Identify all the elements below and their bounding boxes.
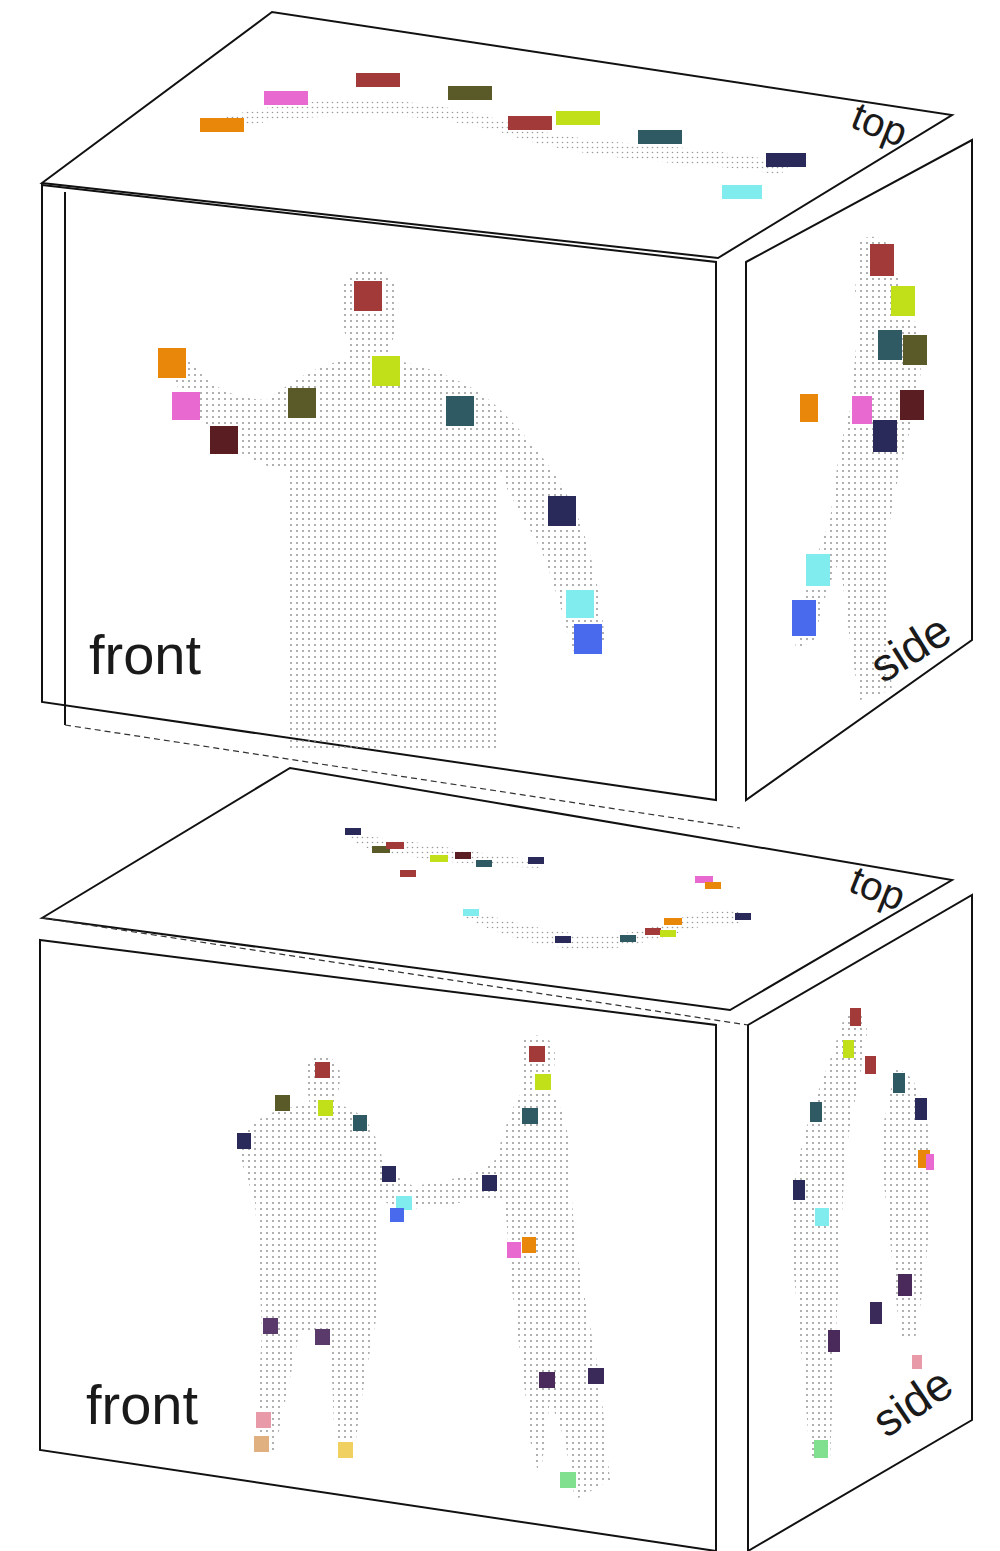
face-label: front xyxy=(89,627,201,683)
upper-box xyxy=(42,12,972,800)
lower-box xyxy=(40,768,972,1551)
joint-markers xyxy=(237,828,934,1488)
face-label: front xyxy=(86,1377,198,1433)
point-cloud-person xyxy=(415,1036,610,1500)
point-cloud-person xyxy=(240,1056,420,1450)
point-cloud-person xyxy=(175,268,605,750)
point-cloud xyxy=(350,835,745,950)
point-cloud xyxy=(200,100,790,175)
joint-markers xyxy=(158,73,927,654)
